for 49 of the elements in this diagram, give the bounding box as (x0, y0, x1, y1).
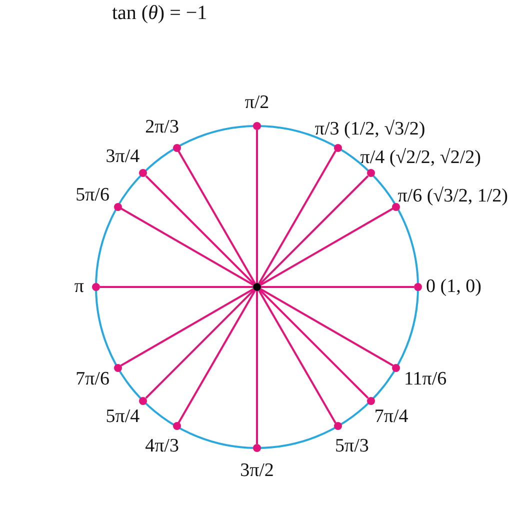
circle-point (253, 444, 261, 452)
circle-point (114, 364, 122, 372)
angle-label: 0 (1, 0) (426, 276, 482, 298)
circle-point (366, 169, 375, 178)
angle-label: π/6 (√3/2, 1/2) (398, 185, 508, 207)
angle-label: 5π/3 (335, 435, 369, 458)
radius-line (120, 208, 254, 286)
radius-line (256, 130, 258, 283)
circle-point (172, 422, 180, 430)
radius-line (261, 286, 414, 288)
radius-line (145, 175, 255, 285)
radius-line (260, 208, 394, 286)
circle-point (366, 396, 375, 405)
angle-label: 7π/4 (374, 406, 408, 428)
angle-label: 5π/4 (106, 406, 140, 428)
radius-line (258, 290, 336, 424)
radius-line (178, 150, 256, 284)
radius-line (259, 289, 369, 399)
circle-point (334, 422, 342, 430)
circle-point (414, 283, 422, 291)
circle-point (139, 169, 148, 178)
radius-line (100, 286, 253, 288)
radius-line (259, 175, 369, 285)
circle-point (253, 122, 261, 130)
circle-point (392, 202, 400, 210)
circle-point (92, 283, 100, 291)
angle-label: 7π/6 (76, 368, 110, 390)
radius-line (256, 291, 258, 444)
angle-label: π (74, 276, 84, 298)
angle-label: 5π/6 (76, 184, 110, 206)
radius-line (258, 150, 336, 284)
title: tan (θ) = −1 (112, 2, 208, 25)
circle-point (334, 144, 342, 152)
circle-point (139, 396, 148, 405)
radius-line (178, 290, 256, 424)
circle-point (392, 364, 400, 372)
radius-line (260, 288, 394, 366)
radius-line (145, 289, 255, 399)
angle-label: π/2 (244, 92, 270, 114)
angle-label: π/3 (1/2, √3/2) (314, 118, 426, 140)
angle-label: 2π/3 (145, 116, 179, 139)
circle-point (114, 202, 122, 210)
angle-label: 3π/2 (240, 460, 274, 482)
circle-point (172, 144, 180, 152)
angle-label: 4π/3 (145, 435, 179, 458)
angle-label: 11π/6 (404, 368, 447, 390)
angle-label: 3π/4 (106, 146, 140, 168)
radius-line (120, 288, 254, 366)
angle-label: π/4 (√2/2, √2/2) (360, 147, 481, 170)
